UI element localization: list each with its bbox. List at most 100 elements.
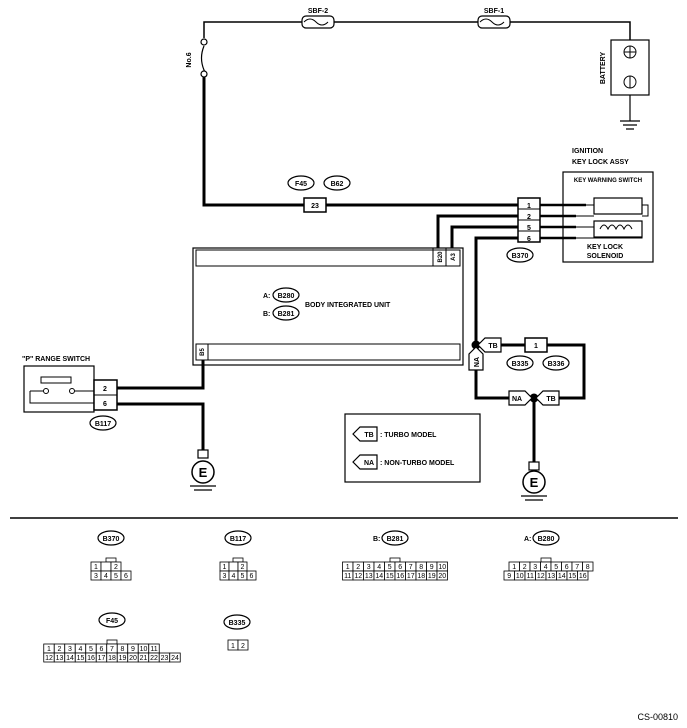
pin-number: 5 <box>114 573 118 580</box>
conn-b370-label: B370 <box>512 253 529 260</box>
conn-label: F45 <box>106 618 118 625</box>
ground-e-left-label: E <box>199 465 208 480</box>
bcm-a-prefix: A: <box>263 293 270 300</box>
pin-number: 17 <box>407 573 415 580</box>
p-range-switch-label: "P" RANGE SWITCH <box>22 356 90 363</box>
pin-cell <box>577 570 589 581</box>
pin-number: 15 <box>77 655 85 662</box>
pin-number: 16 <box>579 573 587 580</box>
pin-number: 13 <box>547 573 555 580</box>
fuse-no6-label: No.6 <box>186 52 193 67</box>
na-label-vert: NA <box>474 357 481 367</box>
legend-box <box>344 413 481 483</box>
pin-number: 11 <box>527 573 534 580</box>
pin-number: 3 <box>223 573 227 580</box>
pin-number: 7 <box>575 564 579 571</box>
ign-pin-2: 2 <box>527 214 531 221</box>
pin-number: 1 <box>512 564 516 571</box>
p-pin-6: 6 <box>103 401 107 408</box>
na-tag-vert <box>468 346 484 371</box>
pin-number: 3 <box>94 573 98 580</box>
battery-label: BATTERY <box>600 52 607 85</box>
ignition-title-1: IGNITION <box>572 148 603 155</box>
pin-number: 20 <box>129 655 137 662</box>
body-integrated-unit <box>192 247 464 366</box>
bcm-pin-a3: A3 <box>451 253 457 261</box>
bcm-name: BODY INTEGRATED UNIT <box>305 302 391 309</box>
pin-number: 2 <box>58 646 62 653</box>
pin-number: 6 <box>124 573 128 580</box>
pin-number: 12 <box>45 655 53 662</box>
pin-number: 12 <box>354 573 362 580</box>
wire-ign-pin5 <box>450 225 518 248</box>
pin-cell <box>246 570 257 581</box>
pin-number: 1 <box>231 643 235 650</box>
legend-tb-text: : TURBO MODEL <box>380 432 437 439</box>
ignition-title-2: KEY LOCK ASSY <box>572 159 629 166</box>
pin-number: 1 <box>47 646 51 653</box>
pin-number: 4 <box>377 564 381 571</box>
pin-number: 11 <box>150 646 157 653</box>
pin-number: 9 <box>430 564 434 571</box>
pin-number: 2 <box>241 564 245 571</box>
pin-number: 24 <box>171 655 179 662</box>
pin-number: 18 <box>417 573 425 580</box>
pin-number: 3 <box>68 646 72 653</box>
conn-label-oval <box>98 612 126 628</box>
ground-e-left <box>191 460 215 484</box>
conn-label: B280 <box>538 536 555 543</box>
pin-cell <box>237 639 249 651</box>
legend-na-tag <box>352 454 378 470</box>
bcm-pin-b5: B5 <box>200 348 206 356</box>
key-lock-solenoid-label-1: KEY LOCK <box>587 244 623 251</box>
pin-number: 4 <box>104 573 108 580</box>
pin-number: 6 <box>398 564 402 571</box>
bcm-b-prefix: B: <box>263 311 270 318</box>
wire-ign-pin6 <box>474 236 518 345</box>
conn-label-oval <box>532 530 560 546</box>
pin-cell <box>436 570 448 581</box>
pin-number: 3 <box>533 564 537 571</box>
pin-number: 7 <box>110 646 114 653</box>
conn-label-oval <box>224 530 252 546</box>
legend-na-text: : NON-TURBO MODEL <box>380 460 455 467</box>
legend-na-tag-label: NA <box>364 460 374 467</box>
pin-number: 9 <box>131 646 135 653</box>
pin-number: 14 <box>558 573 566 580</box>
conn-label-oval <box>97 530 125 546</box>
conn-b62-label: B62 <box>331 181 344 188</box>
na-label-bottom: NA <box>512 396 522 403</box>
legend-tb-tag <box>352 426 378 442</box>
ign-pin-1: 1 <box>527 203 531 210</box>
pin-number: 6 <box>250 573 254 580</box>
pin-number: 23 <box>161 655 169 662</box>
pin-number: 9 <box>507 573 511 580</box>
pin-number: 2 <box>523 564 527 571</box>
pin-number: 13 <box>365 573 373 580</box>
conn-f45-label: F45 <box>295 181 307 188</box>
p-range-switch <box>23 365 95 413</box>
pin-number: 18 <box>108 655 116 662</box>
pin-number: 13 <box>56 655 64 662</box>
pin-number: 1 <box>346 564 350 571</box>
ground-e-right-label: E <box>530 475 539 490</box>
pin-number: 14 <box>66 655 74 662</box>
wire-top <box>203 21 631 40</box>
pin-number: 2 <box>356 564 360 571</box>
pin-number: 2 <box>241 643 245 650</box>
ignition-assy-box <box>562 171 654 263</box>
pin-number: 19 <box>119 655 127 662</box>
fuse-sbf1-label: SBF-1 <box>484 8 504 15</box>
ign-pin-5: 5 <box>527 225 531 232</box>
p-pin-2: 2 <box>103 386 107 393</box>
pin-number: 6 <box>565 564 569 571</box>
conn-label: B117 <box>230 536 246 543</box>
pin-cell <box>169 652 181 663</box>
pin-number: 4 <box>544 564 548 571</box>
bcm-b-conn: B281 <box>278 311 295 318</box>
na-tag-bottom <box>508 390 533 406</box>
pin-number: 10 <box>140 646 148 653</box>
pin-number: 5 <box>554 564 558 571</box>
